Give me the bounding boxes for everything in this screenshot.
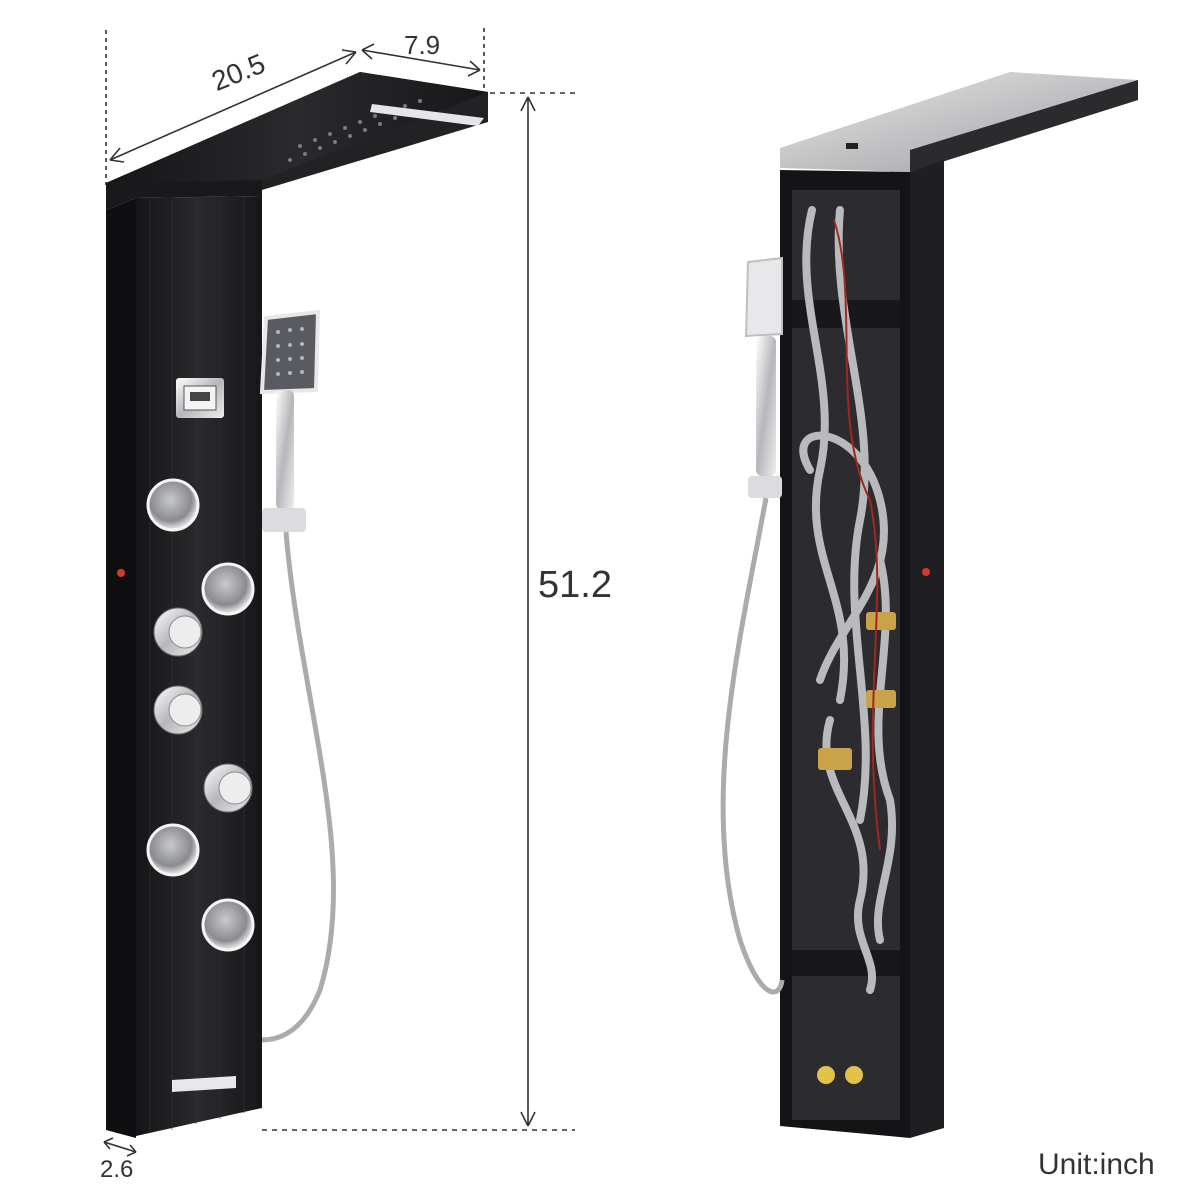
indicator-light (117, 569, 125, 577)
thickness-dimension-label: 2.6 (100, 1156, 134, 1183)
control-knob-icon (153, 607, 253, 813)
dimension-lines (103, 28, 575, 1157)
depth-dimension-label: 7.9 (404, 30, 441, 60)
unit-label: Unit:inch (1038, 1148, 1155, 1181)
thermometer-display-icon (176, 378, 224, 418)
handheld-shower-icon (259, 309, 336, 1043)
height-dimension-label: 51.2 (538, 564, 612, 606)
indicator-light (922, 568, 930, 576)
shower-panel-back (720, 72, 1138, 1138)
shower-panel-front (106, 72, 488, 1138)
body-jet-icon (146, 478, 255, 952)
handheld-shower-icon (720, 256, 785, 995)
